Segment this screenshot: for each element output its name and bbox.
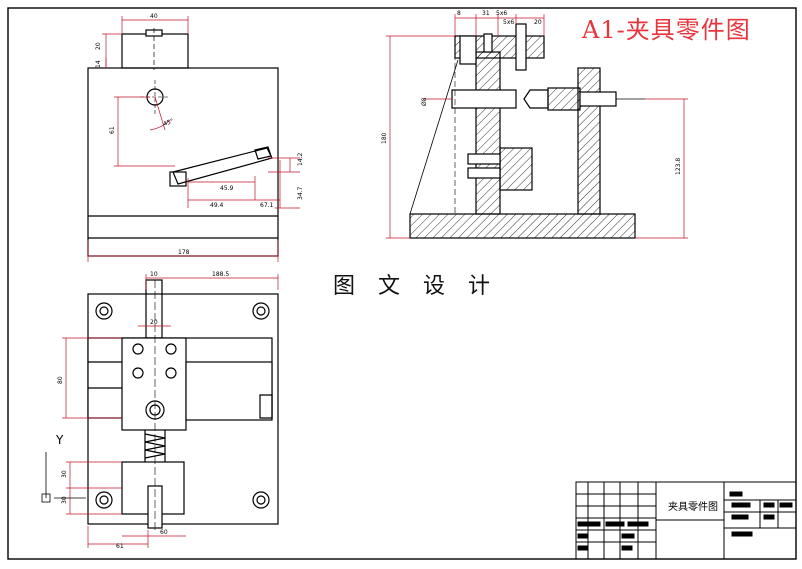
dim-plan-left: 80 [57, 376, 64, 384]
dim-plan-bottom-b: 60 [160, 529, 168, 536]
dim-plan-top-b: 188.5 [212, 271, 229, 278]
dim-plan-low-b: 30 [61, 496, 68, 504]
axis-symbol [41, 452, 86, 503]
axis-y-label: Y [55, 433, 64, 447]
plan-view-dimensions [62, 274, 279, 548]
title-block-name: 夹具零件图 [668, 502, 718, 513]
side-view [409, 23, 645, 239]
corner-hole-icon [95, 302, 270, 509]
front-view-dimension-text: 40 20 14 61 45° 45.9 49.4 67.1 14.2 34.7… [95, 13, 304, 256]
side-view-dimensions [386, 14, 688, 239]
dim-front-d5: 34.7 [297, 186, 304, 200]
watermark-text: 图 文 设 计 [333, 274, 498, 299]
dim-plan-bottom-a: 61 [116, 543, 124, 550]
dim-side-right-height: 123.8 [675, 158, 682, 175]
dim-side-height: 180 [381, 132, 388, 144]
dim-plan-top-a: 10 [150, 271, 158, 278]
dim-front-angle: 45° [162, 118, 174, 128]
dim-side-top-c: 5x6 [496, 10, 507, 17]
dim-front-bottom: 178 [178, 249, 190, 256]
title-block [575, 481, 797, 560]
dim-front-d1: 45.9 [220, 185, 234, 192]
dim-plan-low-a: 30 [61, 470, 68, 478]
dim-side-top-a: 8 [457, 10, 461, 17]
dim-side-bore: Ø8 [421, 97, 428, 106]
side-view-dimension-text: 8 31 5x6 5x6 20 Ø8 180 123.8 [381, 10, 682, 175]
plan-view [87, 279, 279, 530]
dim-front-top-h2: 14 [95, 60, 102, 68]
dim-front-d2: 49.4 [210, 202, 224, 209]
plan-view-dimension-text: 10 188.5 20 80 30 30 61 60 [57, 271, 229, 550]
dim-plan-inner: 20 [150, 319, 158, 326]
dim-side-top-b: 31 [482, 10, 490, 17]
dim-front-left: 61 [109, 126, 116, 134]
dim-front-d3: 67.1 [260, 202, 274, 209]
dim-side-top-d: 5x6 [503, 19, 514, 26]
sheet-title: A1-夹具零件图 [582, 16, 751, 44]
front-view [87, 28, 279, 257]
dim-front-top-width: 40 [150, 13, 158, 20]
front-view-dimensions [87, 16, 300, 262]
dim-front-top-h1: 20 [95, 42, 102, 50]
sheet-border [7, 7, 797, 560]
dim-front-d4: 14.2 [297, 152, 304, 166]
dim-side-top-e: 20 [534, 19, 542, 26]
